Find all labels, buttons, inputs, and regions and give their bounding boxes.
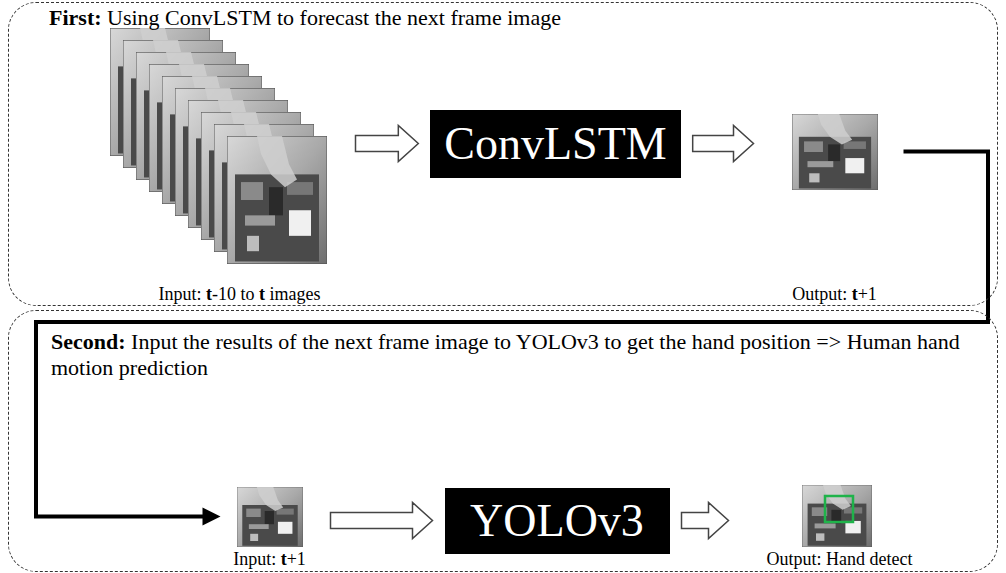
block-arrow [356, 126, 419, 162]
box-label: YOLOv3 [470, 496, 644, 546]
region-heading: Second: Input the results of the next fr… [51, 329, 981, 381]
process-box: YOLOv3 [445, 488, 670, 554]
box-label: ConvLSTM [444, 119, 666, 169]
image-caption: Input: t-10 to t images [136, 284, 344, 304]
image-frame: Output: t+1 [766, 110, 904, 304]
image-caption: Output: t+1 [766, 284, 904, 304]
image-frame: Input: t-10 to t images [136, 26, 344, 304]
block-arrow [693, 126, 754, 162]
image-frame: Output: Hand detect [741, 483, 939, 569]
dashed-region: First: Using ConvLSTM to forecast the ne… [8, 2, 998, 306]
image-caption: Output: Hand detect [741, 549, 939, 569]
block-arrow [682, 503, 729, 539]
dashed-region: Second: Input the results of the next fr… [8, 310, 998, 572]
process-box: ConvLSTM [430, 110, 680, 178]
image-frame: Input: t+1 [221, 485, 319, 569]
region-heading: First: Using ConvLSTM to forecast the ne… [49, 5, 979, 31]
block-arrow [331, 503, 433, 539]
image-caption: Input: t+1 [221, 549, 319, 569]
